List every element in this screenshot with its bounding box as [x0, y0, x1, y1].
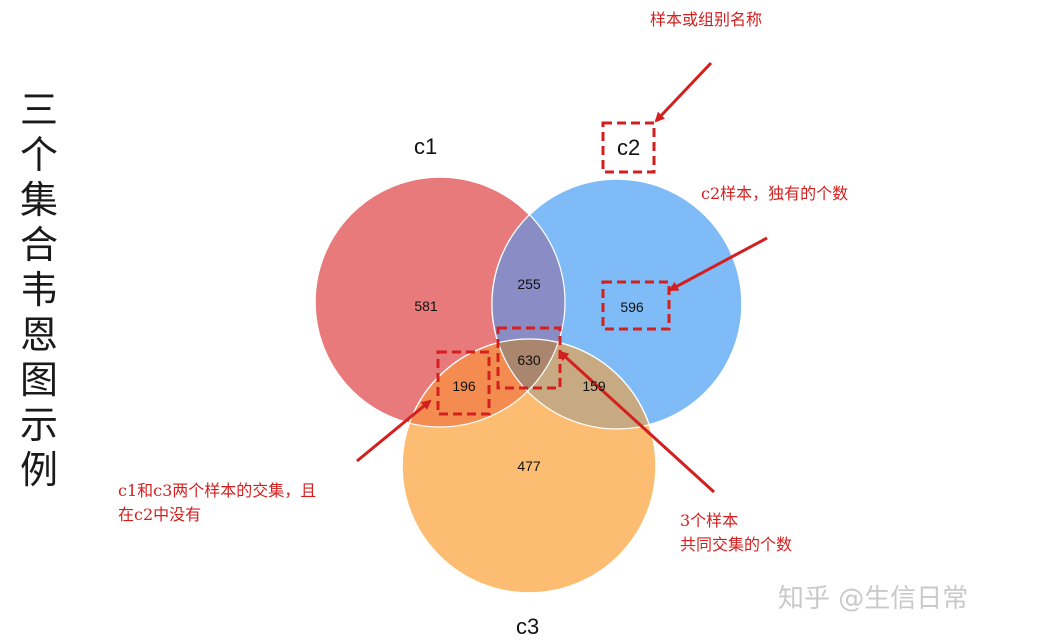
- arrow-c2-unique: [668, 236, 768, 292]
- arrow-set-name: [654, 61, 713, 123]
- set-label-c3: c3: [516, 614, 540, 639]
- arrow-all-three: [558, 350, 716, 494]
- region-c1-c3: [402, 339, 565, 427]
- vertical-title: 三个集合韦恩图示例: [19, 88, 58, 492]
- count-c1-c2: 255: [517, 276, 541, 292]
- region-c2-c3: [492, 339, 656, 429]
- annotation-set-name: 样本或组别名称: [650, 10, 763, 29]
- annotation-c1-c3: c1和c3两个样本的交集，且 在c2中没有: [118, 479, 316, 527]
- count-c1-only: 581: [414, 298, 438, 314]
- set-label-c1: c1: [414, 134, 438, 159]
- annotation-all-three: 3个样本 共同交集的个数: [680, 509, 792, 557]
- highlight-box-c2-only: [601, 280, 671, 331]
- annotation-c1-c3-line1: c1和c3两个样本的交集，且: [118, 481, 317, 500]
- count-c2-c3: 159: [582, 378, 606, 394]
- count-c3-only: 477: [517, 458, 541, 474]
- annotation-c1-c3-line2: 在c2中没有: [118, 505, 202, 524]
- highlight-box-c2-label: [601, 121, 656, 174]
- set-label-c2: c2: [617, 135, 641, 160]
- arrow-c1-c3: [356, 399, 432, 463]
- count-c2-only: 596: [620, 299, 644, 315]
- annotation-c2-unique: c2样本，独有的个数: [701, 184, 849, 203]
- annotation-all-three-line2: 共同交集的个数: [680, 535, 793, 554]
- count-c1-c3: 196: [452, 378, 476, 394]
- annotation-all-three-line1: 3个样本: [680, 511, 739, 530]
- count-c1-c2-c3: 630: [517, 352, 541, 368]
- watermark: 知乎 @生信日常: [778, 584, 969, 614]
